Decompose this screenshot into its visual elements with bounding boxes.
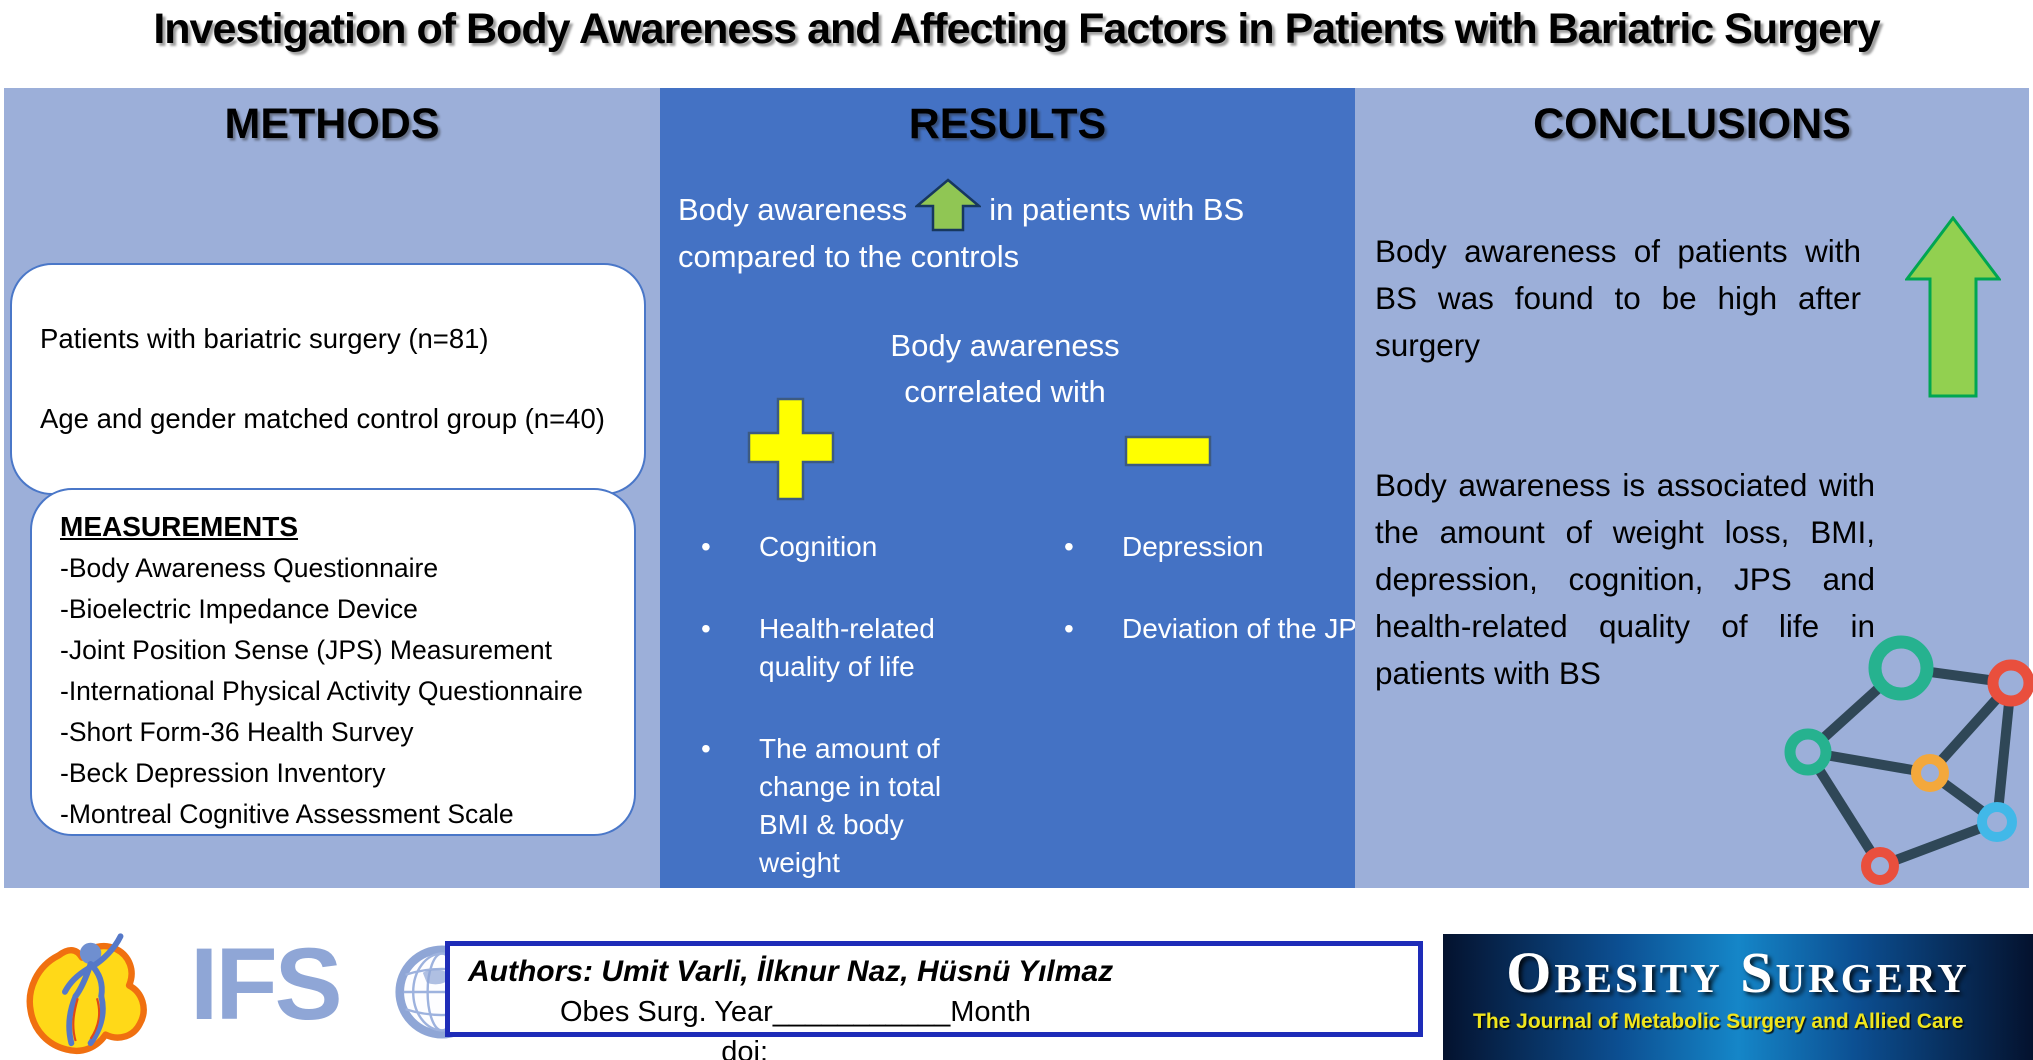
measurement-item: -Montreal Cognitive Assessment Scale (60, 799, 514, 829)
conclusion-paragraph-2: Body awareness is associated with the am… (1375, 467, 1875, 691)
results-heading: RESULTS (908, 100, 1107, 148)
journal-tagline: The Journal of Metabolic Surgery and All… (1473, 1010, 1964, 1033)
authors-box: Authors: Umit Varli, İlknur Naz, Hüsnü Y… (445, 941, 1423, 1060)
list-item: Cognition (697, 528, 974, 566)
positive-correlates-list: Cognition Health-related quality of life… (697, 528, 977, 926)
ifso-logo: IFS (22, 927, 492, 1060)
authors-line: Authors: Umit Varli, İlknur Naz, Hüsnü Y… (468, 955, 1114, 988)
list-item: Health-related quality of life (697, 610, 974, 686)
journal-logo: Obesity Surgery The Journal of Metabolic… (1443, 934, 2033, 1060)
measurements-heading: MEASUREMENTS (60, 511, 299, 542)
footer: IFS Authors: Umit Varli, İlknur Naz, Hüs… (0, 888, 2033, 1060)
poster-title: Investigation of Body Awareness and Affe… (153, 5, 1880, 53)
conclusions-column: CONCLUSIONS (1355, 88, 2029, 888)
measurement-item: -Body Awareness Questionnaire (60, 553, 439, 583)
journal-name: Obesity Surgery (1506, 940, 1970, 1005)
correlation-title: Body awareness correlated with (890, 328, 1120, 409)
participants-box: Patients with bariatric surgery (n=81) A… (10, 263, 646, 495)
finding-text-post: in patients with BS compared to the cont… (678, 192, 1245, 274)
list-item: Deviation of the JPS (1060, 610, 1422, 648)
up-arrow-icon (1905, 216, 2001, 398)
conclusions-heading: CONCLUSIONS (1533, 100, 1851, 148)
measurement-item: -International Physical Activity Questio… (60, 676, 583, 706)
measurement-item: -Beck Depression Inventory (60, 758, 386, 788)
conclusion-paragraph-1: Body awareness of patients with BS was f… (1375, 233, 1861, 363)
methods-heading: METHODS (224, 100, 440, 148)
measurement-item: -Short Form-36 Health Survey (60, 717, 414, 747)
citation-line: Obes Surg. Year___________Month ________… (560, 996, 1031, 1060)
list-item: The amount of change in total BMI & body… (697, 730, 974, 882)
finding-text-pre: Body awareness (678, 192, 908, 227)
measurement-item: -Joint Position Sense (JPS) Measurement (60, 635, 552, 665)
ifso-figure-icon (26, 933, 147, 1055)
participants-group-2: Age and gender matched control group (n=… (40, 403, 605, 434)
measurements-box: MEASUREMENTS -Body Awareness Questionnai… (30, 488, 636, 836)
measurement-item: -Bioelectric Impedance Device (60, 594, 418, 624)
network-graph-icon (1784, 635, 2033, 885)
increase-arrow-icon (913, 178, 983, 232)
minus-icon (1124, 435, 1212, 467)
ifso-logo-letters: IFS (190, 927, 343, 1041)
participants-group-1: Patients with bariatric surgery (n=81) (40, 323, 489, 354)
list-item: Depression (1060, 528, 1422, 566)
negative-correlates-list: Depression Deviation of the JPS (1060, 528, 1380, 692)
plus-icon (747, 397, 835, 501)
